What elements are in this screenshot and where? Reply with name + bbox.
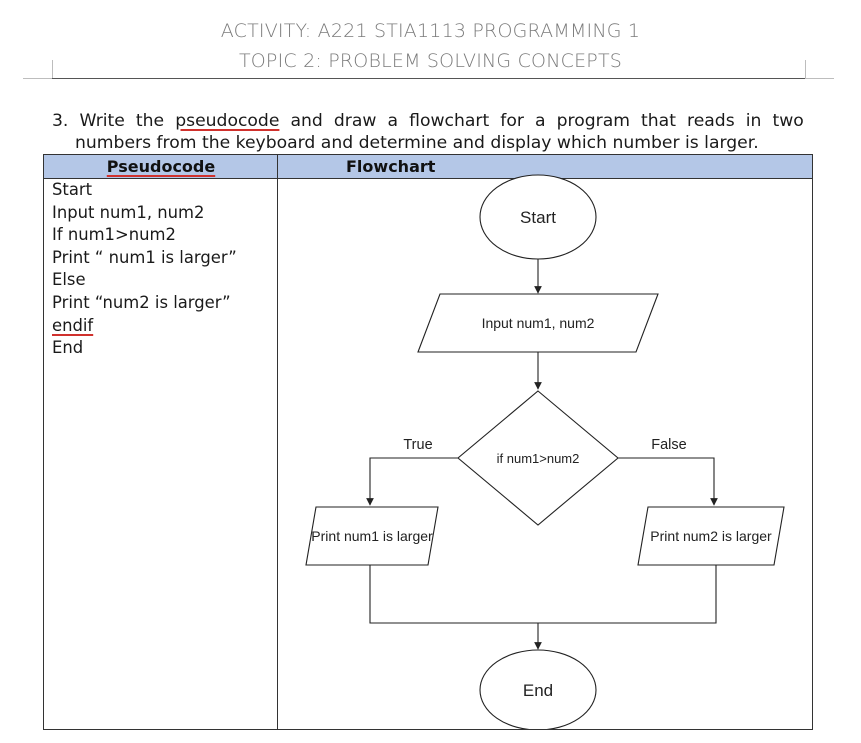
pseudocode-text: Start [52, 180, 93, 199]
input-label: Input num1, num2 [482, 315, 595, 331]
pseudocode-header: Pseudocode [44, 155, 278, 178]
pseudocode-text: End [52, 338, 84, 358]
question-word: reads [687, 111, 735, 131]
question-word: and [290, 111, 323, 131]
question-word: Write [79, 111, 125, 131]
flowchart-header: Flowchart [346, 157, 436, 176]
arrow-false-branch [618, 457, 718, 506]
decision-diamond [457, 390, 619, 526]
question-word: a [387, 111, 399, 131]
print-false-label: Print num2 is larger [650, 528, 772, 544]
pseudocode-header-label: Pseudocode [106, 157, 216, 176]
question-word: that [641, 111, 676, 131]
pseudocode-line: Input num1, num2 [52, 202, 237, 225]
topic-title: TOPIC 2: PROBLEM SOLVING CONCEPTS [238, 50, 623, 72]
start-label: Start [520, 208, 556, 227]
question-word: program [556, 111, 630, 131]
print-true-parallelogram [305, 506, 439, 566]
question-word: for [500, 111, 524, 131]
pseudocode-text: Input num1, num2 [52, 202, 205, 222]
pseudocode-line: Print “ num1 is larger” [52, 247, 237, 270]
end-label: End [523, 681, 553, 700]
header-rule-right [805, 78, 834, 79]
arrow-true-branch [366, 457, 458, 506]
pseudocode-line: If num1>num2 [52, 224, 237, 247]
false-label: False [651, 437, 686, 453]
pseudocode-text: If num1>num2 [52, 225, 176, 245]
pseudocode-text: Print “num2 is larger” [52, 292, 231, 312]
header-corner-left [52, 60, 53, 79]
header-rule-left [23, 78, 52, 79]
print-true-label: Print num1 is larger [311, 528, 433, 544]
flowchart-diagram: Start Input num1, num2 if num1>num2 True… [305, 174, 785, 729]
header-underline [52, 78, 805, 79]
pseudocode-line: endif [52, 315, 237, 338]
question-word: pseudocode [175, 111, 280, 131]
question-word: 3. [52, 111, 69, 131]
pseudocode-text: endif [52, 315, 94, 335]
question-word: the [135, 111, 165, 131]
table-header-row: Pseudocode Flowchart [44, 155, 812, 179]
end-terminator [479, 649, 597, 729]
decision-label: if num1>num2 [497, 451, 580, 466]
question-line-2: numbers from the keyboard and determine … [75, 133, 759, 153]
pseudocode-line: Print “num2 is larger” [52, 292, 237, 315]
question-word: in [745, 111, 762, 131]
activity-title: ACTIVITY: A221 STIA1113 PROGRAMMING 1 [220, 20, 641, 42]
true-label: True [403, 437, 432, 453]
column-divider [277, 155, 278, 729]
pseudocode-text: Print “ num1 is larger” [52, 247, 237, 267]
print-false-parallelogram [637, 506, 785, 566]
header-corner-right [805, 60, 806, 79]
pseudocode-line: Start [52, 179, 237, 202]
question-word: a [535, 111, 546, 131]
question-word: flowchart [409, 111, 490, 131]
question-word: draw [333, 111, 377, 131]
pseudocode-line: End [52, 337, 237, 360]
question-word: two [772, 111, 804, 131]
merge-connector [369, 565, 717, 624]
pseudocode-line: Else [52, 269, 237, 292]
pseudocode-text: Else [52, 270, 86, 290]
input-parallelogram [417, 293, 659, 353]
